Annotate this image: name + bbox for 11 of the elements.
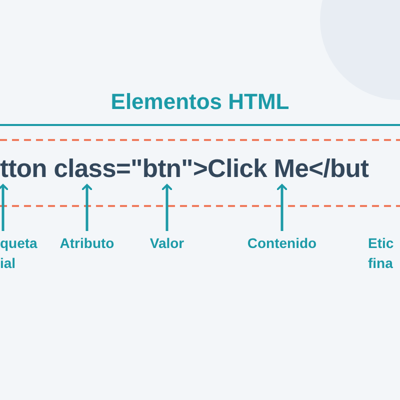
arrow [0,184,9,231]
code-line: tton class="btn">Click Me</but [0,155,369,184]
part-label: queta ial [0,233,40,273]
arrow [276,184,288,231]
part-label: Contenido [242,233,322,253]
part-label: Etic fina [368,233,400,273]
arrow [81,184,93,231]
arrow [161,184,173,231]
part-label: Atributo [55,233,119,253]
part-label: Valor [137,233,197,253]
diagram-title: Elementos HTML [110,89,290,115]
